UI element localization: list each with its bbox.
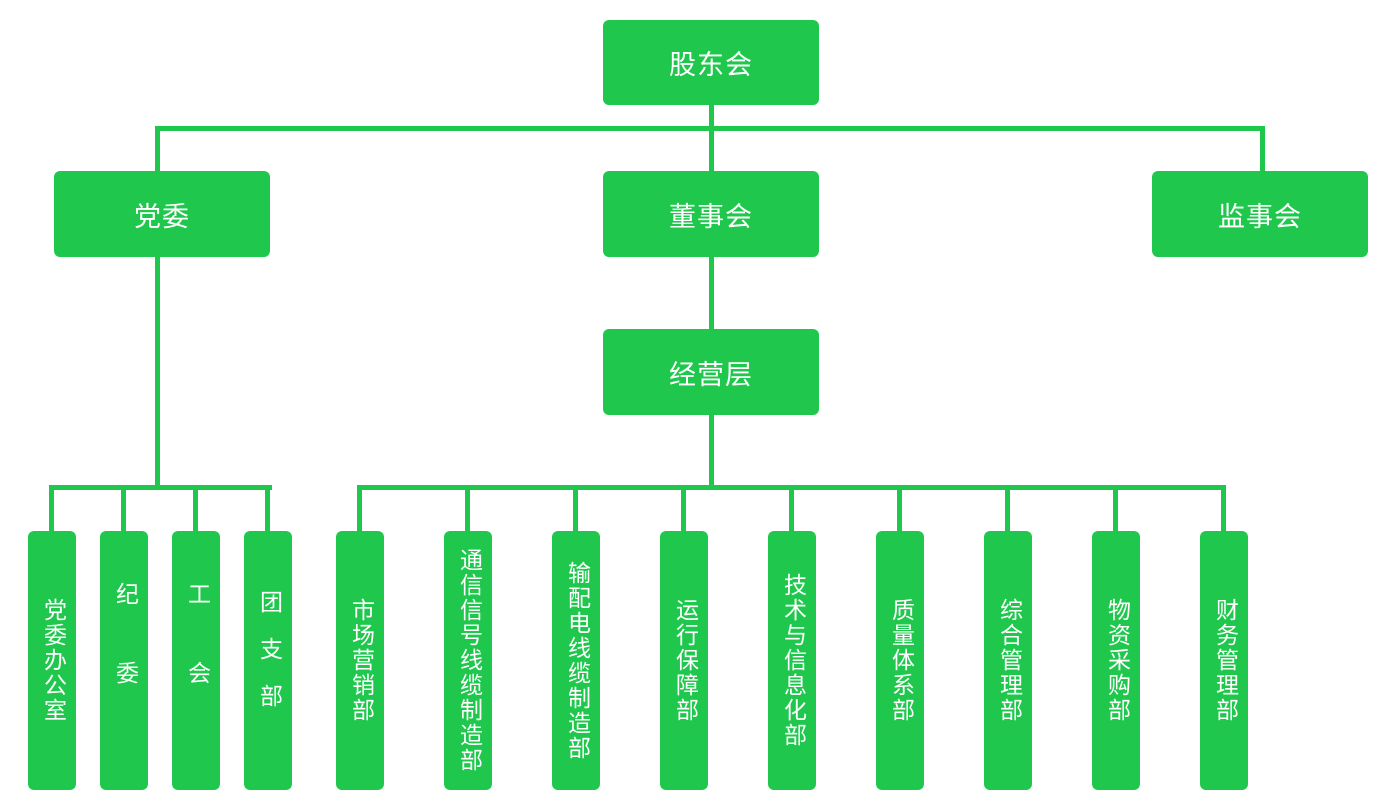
connector-line <box>709 103 714 173</box>
board-node: 董事会 <box>603 171 819 257</box>
department-procurement: 物资采购部 <box>1092 531 1140 790</box>
connector-line <box>193 485 198 533</box>
connector-line <box>1221 485 1226 533</box>
party-committee-node: 党委 <box>54 171 270 257</box>
connector-line <box>897 485 902 533</box>
connector-line <box>49 485 54 533</box>
department-operations: 运行保障部 <box>660 531 708 790</box>
connector-line <box>357 485 362 533</box>
connector-line <box>681 485 686 533</box>
connector-line <box>709 255 714 331</box>
connector-line <box>121 485 126 533</box>
management-node: 经营层 <box>603 329 819 415</box>
connector-line <box>155 255 160 490</box>
department-signal-cable: 通信信号线缆制造部 <box>444 531 492 790</box>
supervisory-board-node: 监事会 <box>1152 171 1368 257</box>
connector-line <box>1260 126 1265 173</box>
shareholders-node: 股东会 <box>603 20 819 105</box>
department-marketing: 市场营销部 <box>336 531 384 790</box>
connector-line <box>265 485 270 533</box>
department-finance: 财务管理部 <box>1200 531 1248 790</box>
connector-line <box>573 485 578 533</box>
connector-line <box>49 485 272 490</box>
connector-line <box>709 412 714 490</box>
connector-line <box>789 485 794 533</box>
party-unit-union: 工会 <box>172 531 220 790</box>
connector-line <box>465 485 470 533</box>
connector-line <box>1005 485 1010 533</box>
party-unit-discipline: 纪委 <box>100 531 148 790</box>
department-general: 综合管理部 <box>984 531 1032 790</box>
department-quality: 质量体系部 <box>876 531 924 790</box>
connector-line <box>155 126 1265 131</box>
department-power-cable: 输配电线缆制造部 <box>552 531 600 790</box>
party-unit-youth-league: 团支部 <box>244 531 292 790</box>
connector-line <box>1113 485 1118 533</box>
party-unit-party-office: 党委办公室 <box>28 531 76 790</box>
department-it: 技术与信息化部 <box>768 531 816 790</box>
connector-line <box>155 126 160 173</box>
